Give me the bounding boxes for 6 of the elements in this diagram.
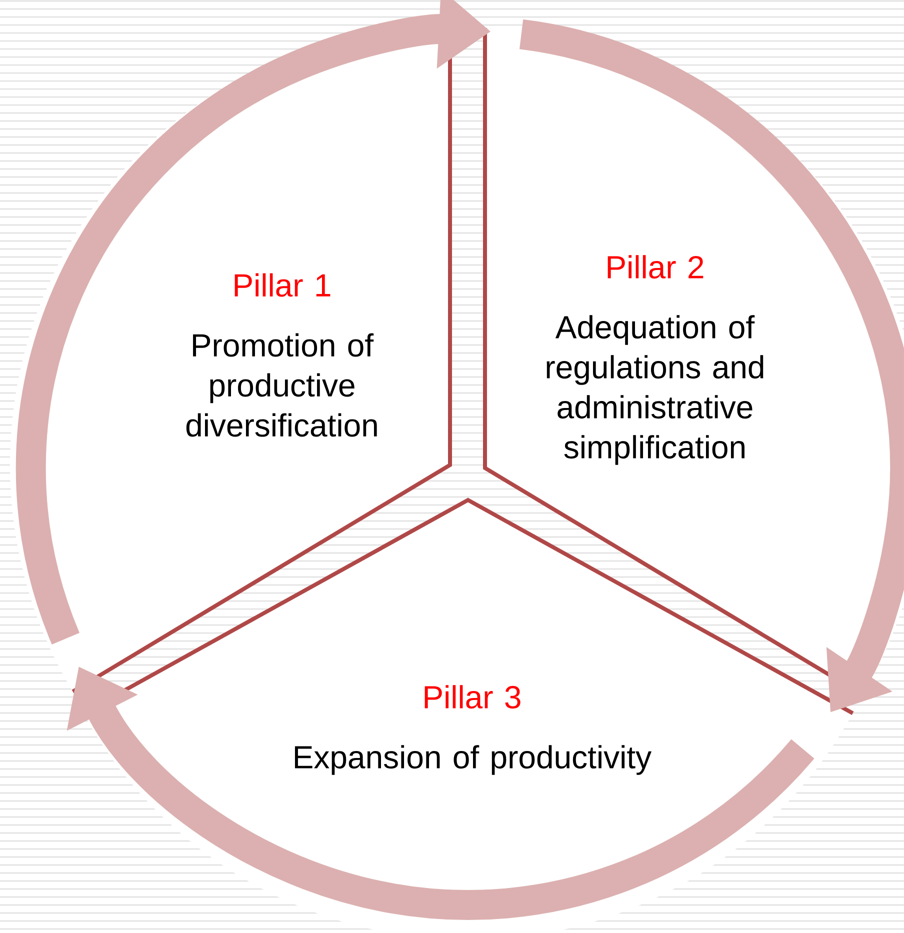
pillar-heading: Pillar 2 bbox=[608, 255, 704, 279]
pillar-heading: Pillar 3 bbox=[424, 685, 520, 709]
pillar-description: Expansion of productivity bbox=[294, 745, 652, 775]
pillar-description: Adequation of regulations and administrative simplification bbox=[546, 315, 764, 465]
pillar-description: Promotion of productive diversification bbox=[186, 333, 377, 437]
pillar-heading: Pillar 1 bbox=[234, 273, 330, 297]
